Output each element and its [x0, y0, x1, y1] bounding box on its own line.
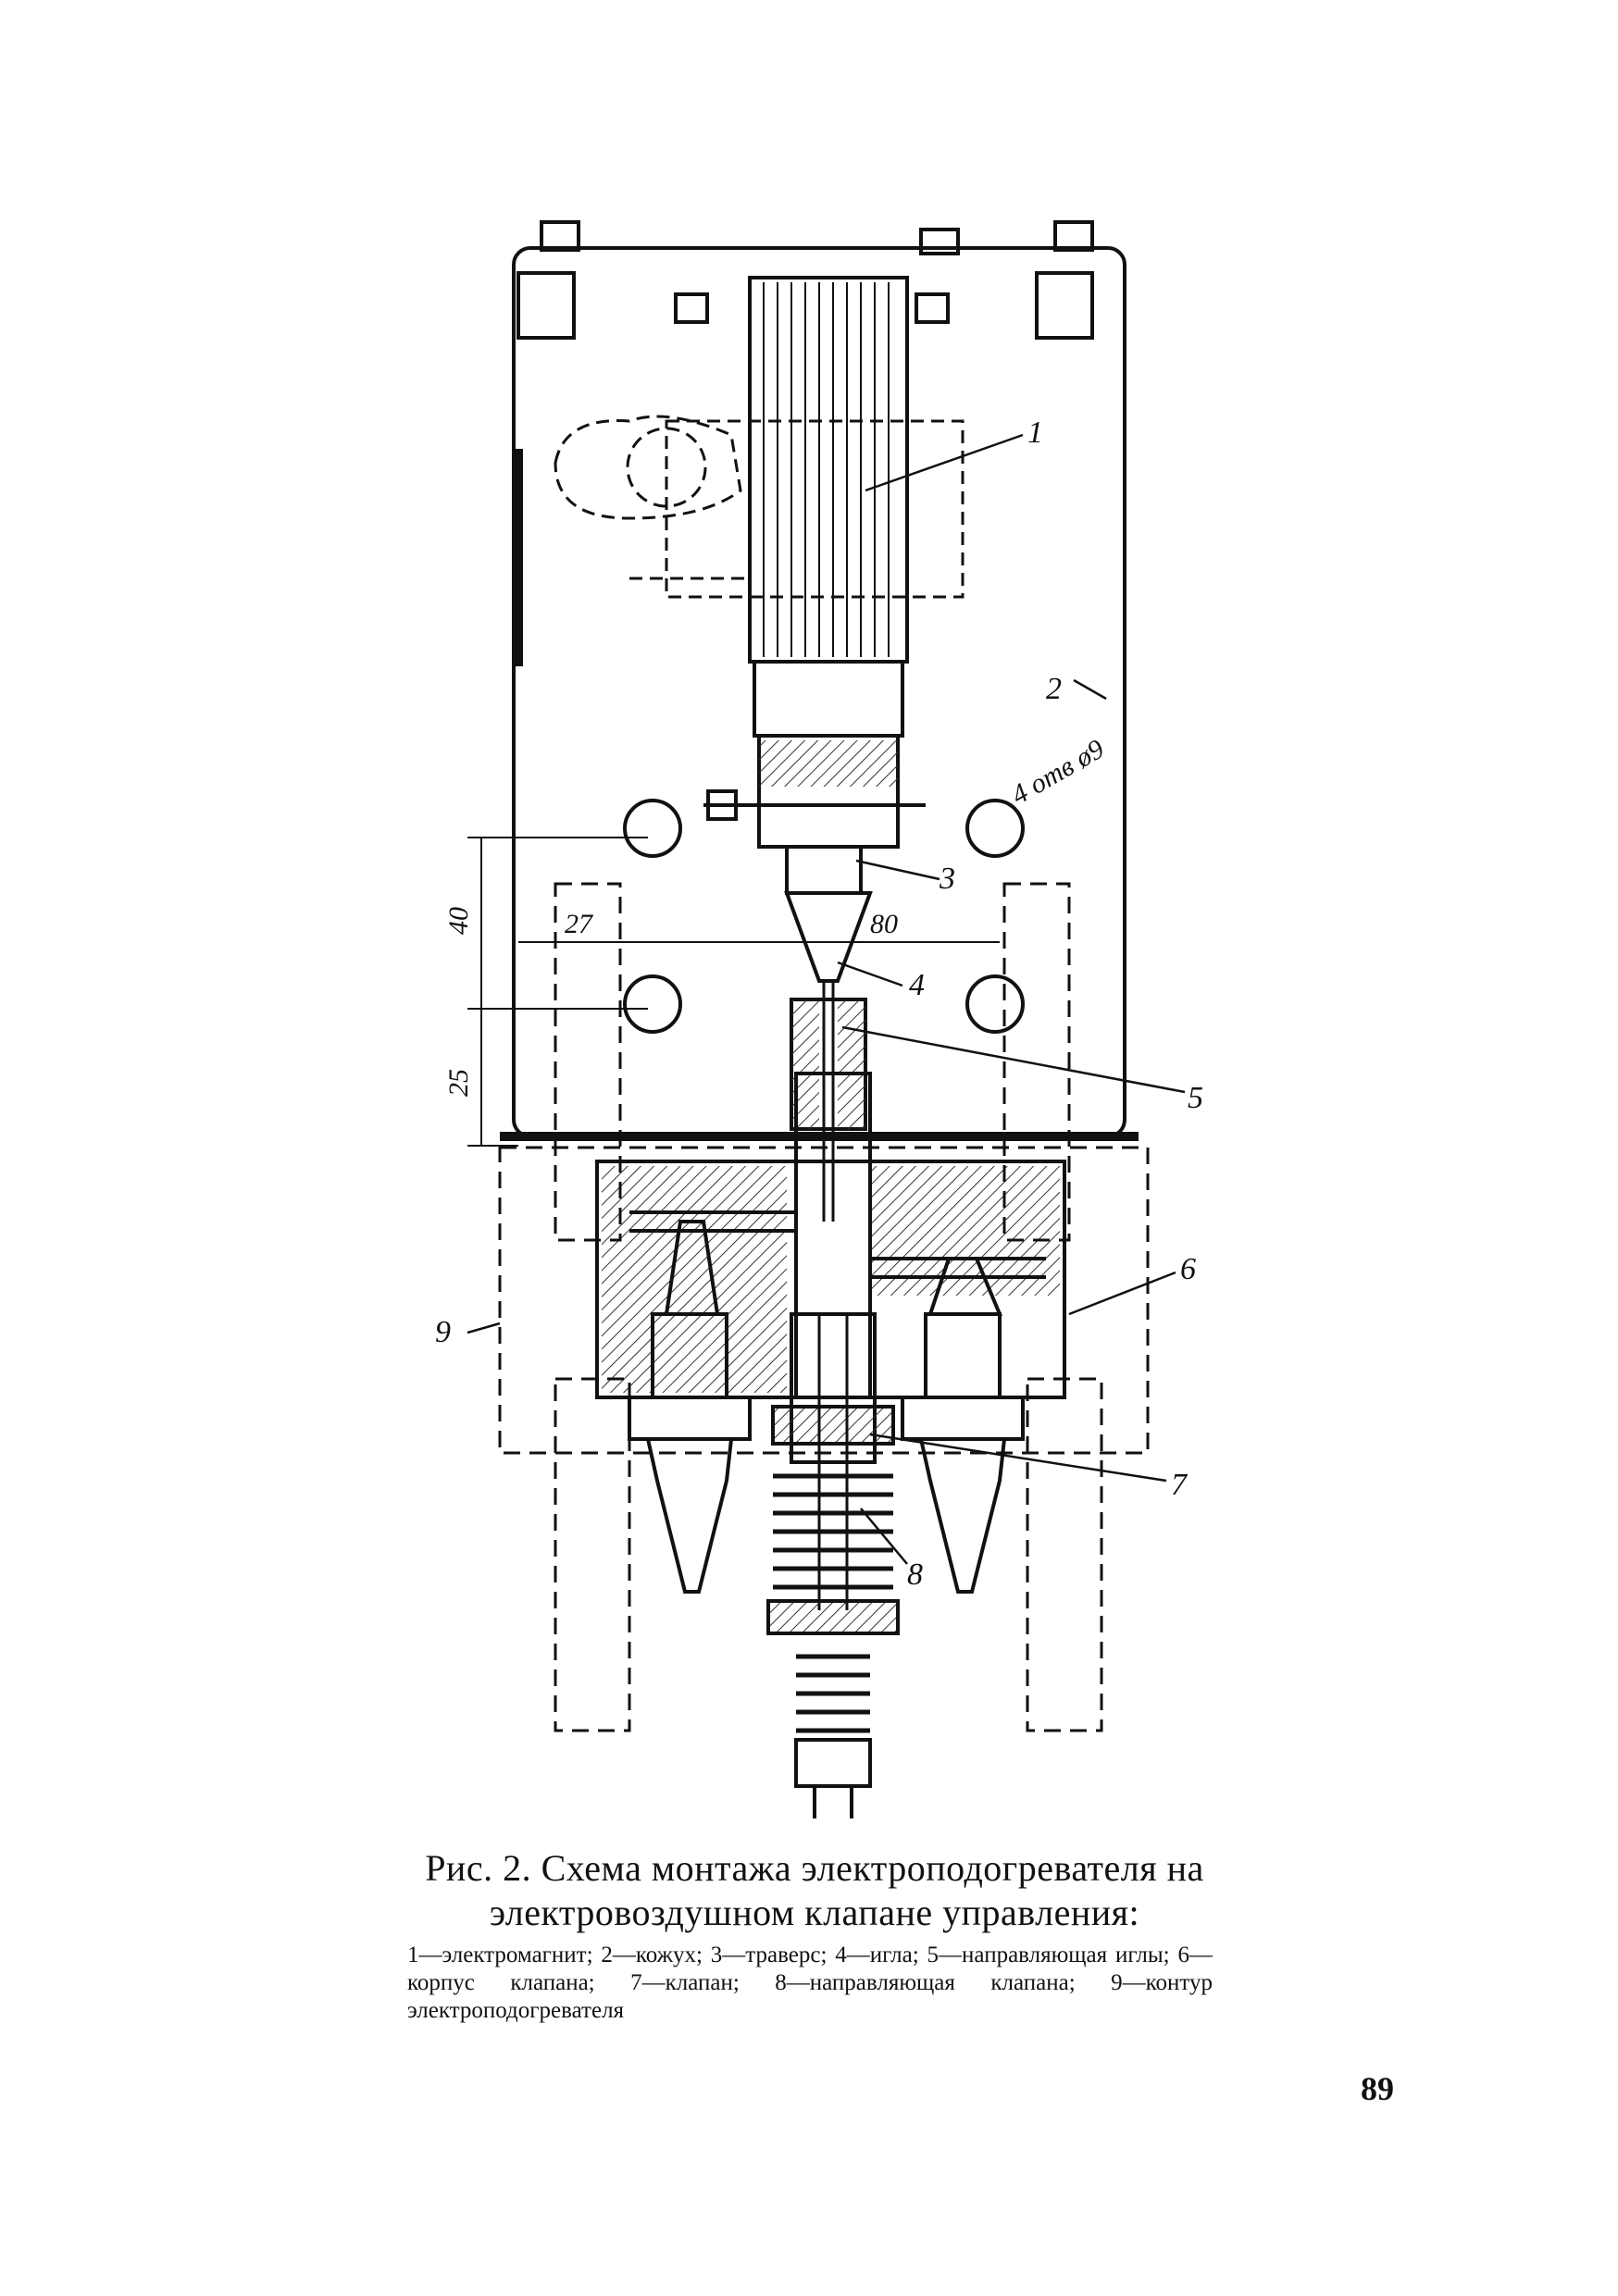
figure-caption-title: Рис. 2. Схема монтажа электроподогревате… — [425, 1847, 1204, 1889]
traverse — [703, 734, 926, 895]
figure-legend: 1—электромагнит; 2—кожух; 3—траверс; 4—и… — [407, 1942, 1213, 2023]
dimension-25: 25 — [443, 1069, 474, 1097]
dimension-27: 27 — [565, 909, 594, 939]
callout-1: 1 — [1027, 416, 1043, 450]
callout-6: 6 — [1180, 1252, 1196, 1286]
electromagnet — [554, 276, 965, 738]
fittings — [628, 1220, 1025, 1594]
callout-9: 9 — [435, 1315, 451, 1349]
callout-4: 4 — [909, 968, 925, 1002]
callout-5: 5 — [1188, 1081, 1203, 1115]
figure-caption-title-line2: электровоздушном клапане управления: — [489, 1892, 1140, 1933]
dimension-80: 80 — [870, 909, 898, 939]
dimension-holes: 4 отв ø9 — [1006, 734, 1109, 811]
mounting-holes — [623, 799, 1025, 1034]
top-bolts — [540, 220, 1094, 324]
page-number: 89 — [1361, 2070, 1394, 2107]
callout-2: 2 — [1046, 672, 1062, 706]
dimension-lines — [467, 837, 1000, 1147]
callout-8: 8 — [907, 1558, 923, 1592]
heater-contour — [498, 882, 1150, 1732]
leader-lines — [467, 433, 1186, 1565]
callout-7: 7 — [1171, 1468, 1189, 1502]
valve-and-spring — [766, 1312, 900, 1818]
housing-outline — [500, 246, 1139, 1141]
callout-3: 3 — [939, 862, 955, 896]
dimension-40: 40 — [443, 907, 474, 935]
needle-and-guide — [784, 891, 873, 1222]
valve-body — [595, 1072, 1066, 1399]
